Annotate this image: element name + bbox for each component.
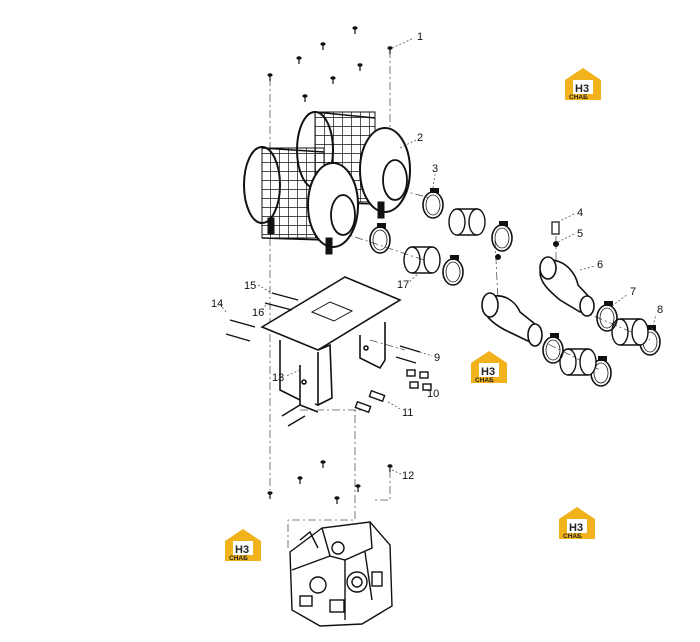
- mounting-bracket: [260, 276, 402, 413]
- logo-word: СНАБ: [229, 555, 248, 562]
- brand-logo-bottom-left: H3 СНАБ: [225, 529, 261, 562]
- callout-8: 8: [657, 304, 663, 316]
- logo-word: СНАБ: [475, 377, 494, 384]
- callout-6: 6: [597, 259, 603, 271]
- callout-16: 16: [252, 307, 264, 319]
- callout-15: 15: [244, 280, 256, 292]
- engine-block: [289, 521, 393, 627]
- logo-word: СНАБ: [563, 533, 582, 540]
- callout-3: 3: [432, 163, 438, 175]
- callout-12: 12: [402, 470, 414, 482]
- pressure-sensor: [495, 221, 560, 260]
- callout-10: 10: [427, 388, 439, 400]
- logo-word: СНАБ: [569, 94, 588, 101]
- leader-lines: [219, 37, 657, 476]
- logo-mark: H3: [481, 366, 495, 378]
- brand-logo-bottom-right: H3 СНАБ: [559, 507, 595, 540]
- callout-17: 17: [397, 279, 409, 291]
- callout-2: 2: [417, 132, 423, 144]
- brand-logo-top-right: H3 СНАБ: [565, 68, 601, 101]
- callout-14: 14: [211, 298, 223, 310]
- fastener-set-top: [266, 25, 394, 103]
- logo-mark: H3: [575, 83, 589, 95]
- rubber-sleeves: [403, 208, 649, 376]
- bracket-bolts: [225, 292, 432, 427]
- callout-5: 5: [577, 228, 583, 240]
- callout-9: 9: [434, 352, 440, 364]
- callout-13: 13: [272, 372, 284, 384]
- air-filter-front: [243, 146, 359, 255]
- logo-mark: H3: [235, 544, 249, 556]
- callout-1: 1: [417, 31, 423, 43]
- hose-clamps: [369, 187, 661, 387]
- callout-4: 4: [577, 207, 583, 219]
- callout-7: 7: [630, 286, 636, 298]
- hose-upper: [539, 256, 595, 317]
- logo-mark: H3: [569, 522, 583, 534]
- callout-labels: 1 2 3 4 5 6 7 8 9 10 11 12 13 14 15 16 1…: [211, 31, 663, 482]
- hose-lower: [481, 292, 543, 347]
- callout-11: 11: [402, 407, 413, 419]
- brand-logo-middle: H3 СНАБ: [471, 351, 507, 384]
- fastener-set-bottom: [266, 459, 394, 505]
